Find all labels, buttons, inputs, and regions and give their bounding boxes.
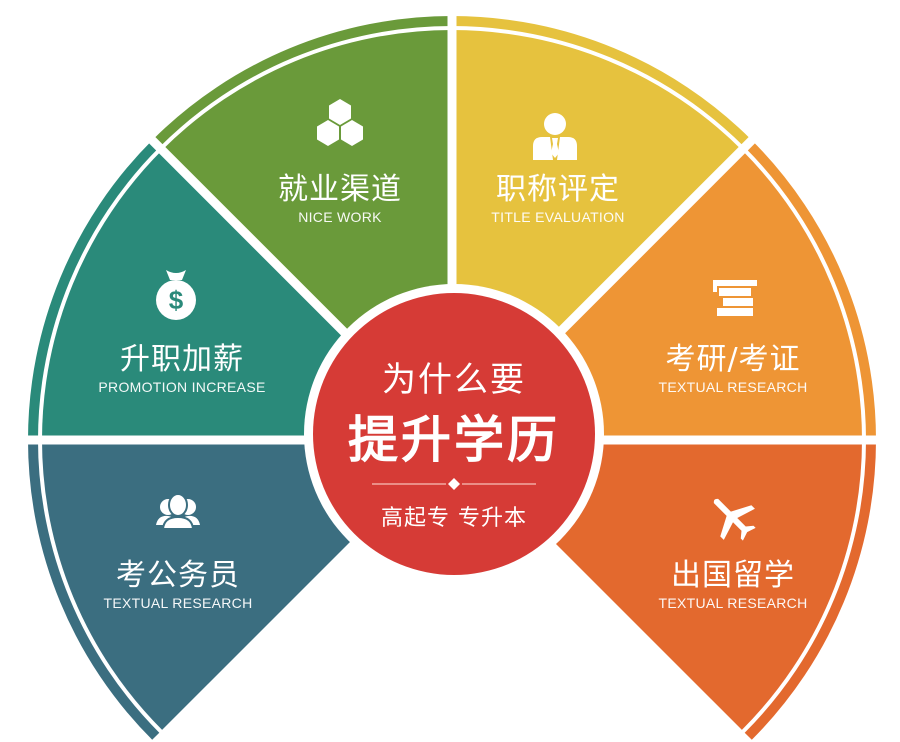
- segment-subtitle: TEXTUAL RESEARCH: [658, 595, 808, 611]
- books-icon: [713, 280, 757, 316]
- center-divider: [372, 478, 536, 490]
- segment-label-title-evaluation: 职称评定 TITLE EVALUATION: [491, 172, 624, 226]
- airplane-icon: [713, 498, 756, 541]
- segment-subtitle: NICE WORK: [298, 209, 382, 225]
- hexagons-icon: [317, 99, 363, 146]
- svg-text:$: $: [169, 285, 184, 315]
- segment-subtitle: TITLE EVALUATION: [491, 209, 625, 225]
- segment-label-civil-service: 考公务员 TEXTUAL RESEARCH: [104, 558, 253, 612]
- segment-title: 出国留学: [670, 558, 795, 593]
- segment-title: 升职加薪: [119, 342, 244, 377]
- people-group-icon: [156, 493, 200, 530]
- segment-subtitle: TEXTUAL RESEARCH: [658, 379, 808, 395]
- money-bag-icon: $: [156, 270, 196, 320]
- segment-title: 考公务员: [115, 558, 240, 593]
- segment-label-promotion: 升职加薪 PROMOTION INCREASE: [98, 342, 265, 396]
- segment-label-study-abroad: 出国留学 TEXTUAL RESEARCH: [659, 558, 808, 612]
- center-heading-main: 提升学历: [348, 411, 560, 469]
- center-subheading: 高起专 专升本: [381, 506, 527, 531]
- segment-label-employment: 就业渠道 NICE WORK: [278, 172, 402, 226]
- businessman-icon: [533, 113, 577, 160]
- segment-label-postgrad-exam: 考研/考证 TEXTUAL RESEARCH: [659, 342, 808, 396]
- segment-title: 就业渠道: [278, 172, 402, 207]
- segment-title: 职称评定: [495, 172, 620, 207]
- segment-title: 考研/考证: [665, 342, 801, 377]
- segment-subtitle: TEXTUAL RESEARCH: [103, 595, 253, 611]
- segment-subtitle: PROMOTION INCREASE: [98, 379, 266, 395]
- center-heading-small: 为什么要: [382, 360, 526, 400]
- center-circle: [313, 293, 595, 575]
